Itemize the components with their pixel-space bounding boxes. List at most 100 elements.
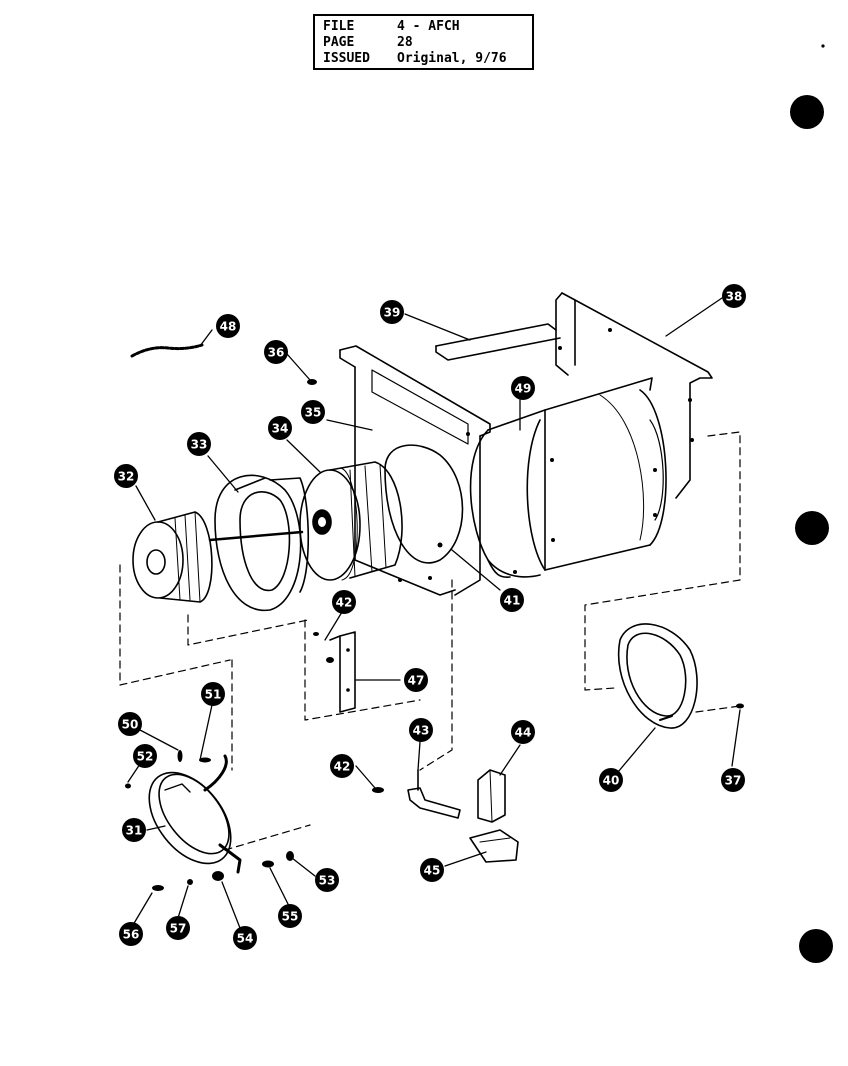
callout-34: 34	[268, 416, 292, 440]
callout-51: 51	[201, 682, 225, 706]
callout-number: 50	[122, 718, 139, 732]
callout-38: 38	[722, 284, 746, 308]
callout-number: 47	[408, 674, 425, 688]
callout-bubble	[315, 868, 339, 892]
callout-bubble	[511, 376, 535, 400]
callout-number: 34	[272, 422, 289, 436]
bracket-43	[407, 769, 461, 819]
callout-bubble	[264, 340, 288, 364]
inlet-ring-venturi	[214, 474, 310, 612]
side-panel	[339, 345, 491, 596]
callout-number: 45	[424, 864, 441, 878]
callout-44: 44	[511, 720, 535, 744]
callout-bubble	[599, 768, 623, 792]
callout-bubble	[420, 858, 444, 882]
callout-number: 42	[334, 760, 351, 774]
callout-49: 49	[511, 376, 535, 400]
callout-bubble	[332, 590, 356, 614]
callout-bubble	[133, 744, 157, 768]
callout-number: 49	[515, 382, 532, 396]
callout-number: 52	[137, 750, 154, 764]
page-value: 28	[397, 35, 413, 50]
callout-layer: 48 36 39 38 49 35 34 33 32 41 42 47 51 50 52 43 44 42 40 37…	[114, 284, 746, 950]
callout-bubble	[404, 668, 428, 692]
callout-bubble	[722, 284, 746, 308]
callout-bubble	[278, 904, 302, 928]
callout-bubble	[409, 718, 433, 742]
callout-bubble	[114, 464, 138, 488]
callout-bubble	[330, 754, 354, 778]
callout-42: 42	[330, 754, 354, 778]
callout-41: 41	[500, 588, 524, 612]
leader-lines	[127, 297, 741, 929]
callout-number: 37	[725, 774, 742, 788]
callout-39: 39	[380, 300, 404, 324]
blower-housing	[435, 292, 713, 578]
callout-number: 38	[726, 290, 743, 304]
page-label: PAGE	[323, 35, 355, 50]
burner-ring	[148, 754, 242, 874]
callout-48: 48	[216, 314, 240, 338]
callout-bubble	[187, 432, 211, 456]
callout-45: 45	[420, 858, 444, 882]
tray-45	[469, 829, 519, 863]
callout-bubble	[301, 400, 325, 424]
callout-32: 32	[114, 464, 138, 488]
callout-47: 47	[404, 668, 428, 692]
callout-number: 54	[237, 932, 254, 946]
phantom-lines	[119, 431, 741, 851]
callout-number: 42	[336, 596, 353, 610]
control-box-44	[477, 769, 506, 823]
binder-holes	[790, 44, 833, 963]
callout-54: 54	[233, 926, 257, 950]
file-label: FILE	[323, 19, 355, 34]
callout-35: 35	[301, 400, 325, 424]
callout-number: 55	[282, 910, 299, 924]
binder-hole-bottom	[799, 929, 833, 963]
callout-bubble	[511, 720, 535, 744]
callout-number: 35	[305, 406, 322, 420]
callout-number: 39	[384, 306, 401, 320]
callout-43: 43	[409, 718, 433, 742]
blower-motor	[132, 511, 304, 603]
page-row: PAGE 28	[323, 36, 413, 50]
callout-number: 40	[603, 774, 620, 788]
callout-bubble	[380, 300, 404, 324]
chain-48	[130, 343, 204, 358]
callout-40: 40	[599, 768, 623, 792]
callout-bubble	[201, 682, 225, 706]
mounting-bracket	[329, 631, 356, 713]
callout-number: 41	[504, 594, 521, 608]
callout-number: 31	[126, 824, 143, 838]
callout-52: 52	[133, 744, 157, 768]
callout-56: 56	[119, 922, 143, 946]
callout-number: 57	[170, 922, 187, 936]
callout-number: 36	[268, 346, 285, 360]
callout-55: 55	[278, 904, 302, 928]
callout-bubble	[119, 922, 143, 946]
callout-57: 57	[166, 916, 190, 940]
callout-number: 44	[515, 726, 532, 740]
callout-31: 31	[122, 818, 146, 842]
callout-33: 33	[187, 432, 211, 456]
speck	[821, 44, 825, 48]
callout-bubble	[233, 926, 257, 950]
callout-number: 53	[319, 874, 336, 888]
callout-number: 51	[205, 688, 222, 702]
callout-bubble	[166, 916, 190, 940]
callout-number: 33	[191, 438, 208, 452]
blower-wheel	[299, 461, 403, 581]
callout-36: 36	[264, 340, 288, 364]
callout-number: 32	[118, 470, 135, 484]
callout-53: 53	[315, 868, 339, 892]
small-fasteners	[125, 379, 744, 891]
binder-hole-top	[790, 95, 824, 129]
issued-value: Original, 9/76	[397, 51, 507, 66]
callout-bubble	[122, 818, 146, 842]
callout-bubble	[268, 416, 292, 440]
